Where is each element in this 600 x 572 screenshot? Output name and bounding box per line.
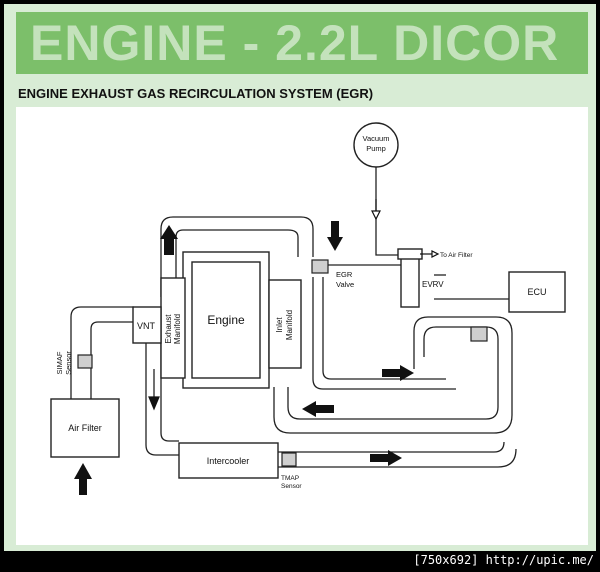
page-title: ENGINE - 2.2L DICOR [30,15,560,71]
tmap-sensor-label-2: Sensor [281,483,302,490]
intercooler-box [178,442,279,479]
footer-bar: [750x692] http://upic.me/ [0,551,600,572]
air-filter-label: Air Filter [68,423,102,433]
watermark-text: [750x692] http://upic.me/ [413,553,594,567]
intake-loop-pipe [287,326,499,420]
ecu-box [508,271,566,313]
diagram-subtitle: ENGINE EXHAUST GAS RECIRCULATION SYSTEM … [18,86,374,101]
diagram-area: Vacuum Pump To Air Filter EVRV ECU EGR V… [16,107,588,545]
exhaust-up-arrow [164,237,174,255]
air-filter-box [50,398,120,458]
to-air-filter-label: To Air Filter [440,252,473,259]
title-banner: ENGINE - 2.2L DICOR [16,12,588,74]
vnt-label: VNT [137,321,156,331]
exhaust-manifold-label-1: Exhaust [164,314,173,344]
egr-valve-marker [311,259,329,274]
air-intake-duct [70,306,134,401]
vacuum-pump-label-2: Pump [366,144,386,153]
evrv-label: EVRV [422,280,444,289]
egr-down-arrow [331,221,339,239]
simaf-sensor-label-1: SIMAF [55,351,64,374]
charge-air-pipe [145,322,179,456]
air-in-arrow [79,477,87,495]
vacuum-pump-label-1: Vacuum [363,134,390,143]
exhaust-manifold-label-2: Manifold [173,314,182,344]
tmap-sensor-marker [281,452,297,467]
egr-system-diagram: Vacuum Pump To Air Filter EVRV ECU EGR V… [50,122,566,495]
inlet-manifold-label-1: Inlet [275,317,284,333]
inlet-manifold-label-2: Manifold [285,310,294,340]
egr-valve-label-2: Valve [336,280,354,289]
intercooler-right-arrow [370,454,390,462]
ecu-label: ECU [527,287,546,297]
exhaust-recirculation-pipe [160,216,314,297]
intercooler-label: Intercooler [207,456,250,466]
loop-left-arrow [314,405,334,413]
tmap-sensor-label-1: TMAP [281,475,299,482]
vnt-box [132,306,162,344]
evrv-body [400,256,420,308]
loop-right-arrow [382,369,402,377]
simaf-sensor-marker [77,354,93,369]
engine-label: Engine [207,313,245,327]
egr-valve-label-1: EGR [336,270,353,279]
vacuum-line [375,167,405,259]
intake-junction-marker [470,326,488,342]
intercooler-outlet-pipe [278,441,505,453]
vacuum-pump [353,122,399,168]
inlet-manifold-box [268,279,302,369]
egr-outlet-pipe [312,277,456,390]
page-panel: ENGINE - 2.2L DICOR ENGINE EXHAUST GAS R… [4,4,596,551]
simaf-sensor-label-2: Sensor [64,351,73,375]
exhaust-manifold-box [160,277,186,379]
